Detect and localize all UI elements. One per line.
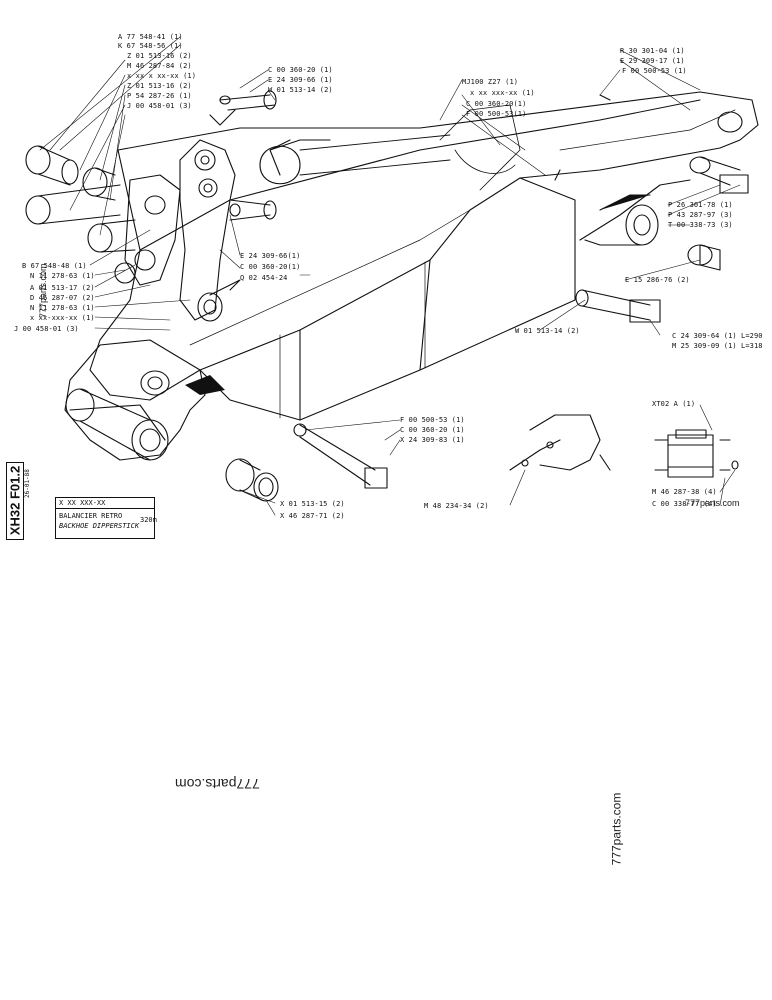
label-m46287b: M 46 287-38 (4) [652, 488, 717, 496]
watermark-right: 777parts.com [609, 792, 624, 866]
label-d46287: D 46 287-07 (2) [30, 294, 95, 302]
label-w01513a: W 01 513-14 (2) [268, 86, 333, 94]
label-m48234: M 48 234-34 (2) [424, 502, 489, 510]
label-c00360a: C 00 360-20 (1) [268, 66, 333, 74]
label-w01513b: W 01 513-14 (2) [515, 327, 580, 335]
watermark-small-right: 777parts.com [685, 498, 740, 508]
xt02-detail [654, 429, 739, 478]
label-z01513a: Z 01 513-16 (2) [127, 52, 192, 60]
bucket-end-bracket [64, 339, 225, 461]
label-p54287: P 54 287-26 (1) [127, 92, 192, 100]
label-m25309: M 25 309-09 (1) L=318 [672, 342, 763, 350]
label-q02454: Q 02 454-24 [240, 274, 288, 282]
label-f00500c: F 00 500-53 (1) [400, 416, 465, 424]
drawing-code-box: XH32 F01.2 [6, 462, 24, 540]
label-t00338: T 00 338-73 (3) [668, 221, 733, 229]
drawing-date: 26-01-88 [24, 469, 31, 498]
lower-pins [225, 423, 388, 502]
label-p26301: P 26 301-78 (1) [668, 201, 733, 209]
left-pins [25, 90, 277, 284]
label-xx1: x xx x xx-xx (1) [127, 72, 197, 80]
label-xx3: x xx-xxx-xx (1) [30, 314, 95, 322]
label-n11278b: N 11 278-63 (1) [30, 304, 95, 312]
title-en: BACKHOE DIPPERSTICK [59, 522, 140, 530]
label-a01513: A 01 513-17 (2) [30, 284, 95, 292]
label-m46287: M 46 287-84 (2) [127, 62, 192, 70]
bracket-detail [509, 414, 611, 471]
label-e15286: E 15 286-76 (2) [625, 276, 690, 284]
label-k67548: K 67 548-56 (1) [118, 42, 183, 50]
watermark-small-left: 777parts.com [38, 263, 48, 318]
title-block: X XX XXX-XX BALANCIER RETRO BACKHOE DIPP… [55, 497, 157, 539]
label-f00500b: F 00 500-53 (1) [622, 67, 687, 75]
label-j00458a: J 00 458-01 (3) [127, 102, 192, 110]
label-x24309: X 24 309-83 (1) [400, 436, 465, 444]
leader-lines [39, 36, 741, 516]
label-c00360b: C 00 360-20(1) [466, 100, 527, 108]
drawing-ref: X XX XXX-XX [56, 498, 154, 509]
label-xt02: XT02 A (1) [652, 400, 696, 408]
label-p43287: P 43 287-97 (3) [668, 211, 733, 219]
label-e24309a: E 24 309-66 (1) [268, 76, 333, 84]
label-c00360c: C 00 360-20(1) [240, 263, 301, 271]
right-parts [554, 94, 749, 323]
drawing-code: XH32 F01.2 [7, 465, 23, 536]
label-c00338: C 00 338-77 (4) [652, 500, 717, 508]
label-c00360d: C 00 360-20 (1) [400, 426, 465, 434]
label-z01513b: Z 01 513-16 (2) [127, 82, 192, 90]
dipperstick-body [89, 91, 759, 421]
label-n11278a: N 11 278-63 (1) [30, 272, 95, 280]
label-f00500a: F 00 500-53(1) [466, 110, 527, 118]
label-x46287: X 46 287-71 (2) [280, 512, 345, 520]
watermark-center: 777parts.com [175, 776, 260, 792]
label-e29309: E 29 309-17 (1) [620, 57, 685, 65]
label-a77548: A 77 548-41 (1) [118, 33, 183, 41]
upper-linkage [124, 134, 451, 322]
label-xx2: x xx xxx-xx (1) [470, 89, 535, 97]
label-c24309: C 24 309-64 (1) L=290 [672, 332, 763, 340]
label-r30301: R 30 301-04 (1) [620, 47, 685, 55]
label-b67548: B 67 548-48 (1) [22, 262, 87, 270]
label-e24309b: E 24 309-66(1) [240, 252, 301, 260]
title-fr: BALANCIER RETRO [59, 512, 123, 520]
length-value: 320m [140, 516, 157, 524]
label-j00458b: J 00 458-01 (3) [14, 325, 79, 333]
label-mj100: MJ100 Z27 (1) [462, 78, 519, 86]
label-x01513: X 01 513-15 (2) [280, 500, 345, 508]
